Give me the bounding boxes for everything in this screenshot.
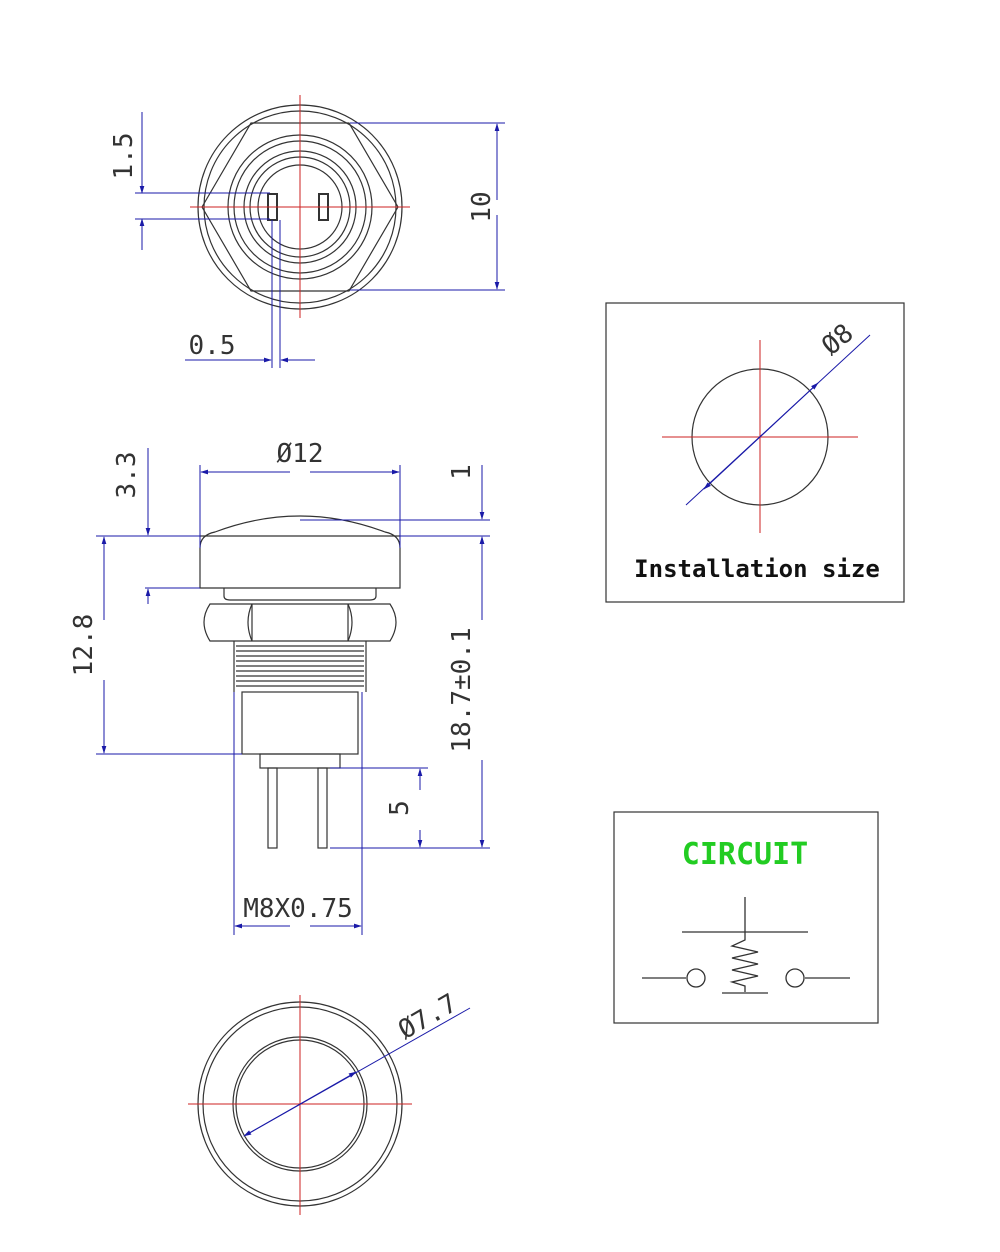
dim-head-height: 3.3 <box>112 452 142 499</box>
dim-head-diameter: Ø12 <box>277 439 324 469</box>
spring-icon <box>729 932 759 992</box>
top-view-dimensions <box>135 112 505 368</box>
dim-hole-diameter: Ø8 <box>816 318 859 361</box>
circuit-title: CIRCUIT <box>682 837 808 872</box>
pin-right <box>317 767 328 849</box>
dim-thread: M8X0.75 <box>243 894 353 924</box>
button-head <box>199 515 401 589</box>
dim-total-length: 18.7±0.1 <box>447 627 477 752</box>
side-view-dimensions <box>96 448 490 935</box>
dim-terminal-gap: 1.5 <box>109 133 139 180</box>
pin-left <box>267 767 278 849</box>
top-view-centerlines <box>190 95 410 318</box>
bottom-view-centerlines <box>188 995 412 1215</box>
dim-button-diameter: Ø7.7 <box>393 988 462 1045</box>
side-view <box>199 515 401 849</box>
installation-box <box>605 302 905 603</box>
dim-cap: 1 <box>447 464 477 480</box>
circuit-symbol <box>642 897 850 994</box>
dim-terminal-width: 0.5 <box>189 331 236 361</box>
dim-body-length: 12.8 <box>69 614 99 677</box>
dim-pin-length: 5 <box>385 800 415 816</box>
dim-hex-size: 10 <box>467 191 497 222</box>
circuit-box <box>613 811 879 1024</box>
switch-body <box>241 691 359 755</box>
installation-caption: Installation size <box>634 555 880 583</box>
hex-nut-side <box>203 603 397 642</box>
